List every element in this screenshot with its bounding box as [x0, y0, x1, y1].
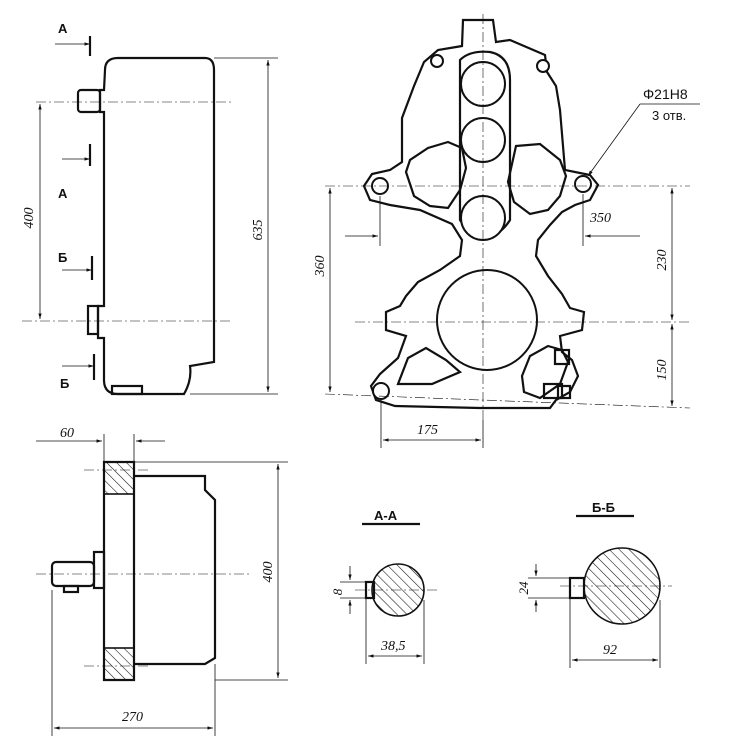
section-aa-title: А-А [374, 508, 398, 523]
dim-350: 350 [589, 211, 611, 226]
front-view: 360 230 150 350 175 Φ21H8 3 отв. [313, 14, 700, 448]
dim-spacing-150: 150 [655, 360, 670, 381]
top-view: 60 270 400 [36, 426, 288, 736]
side-view: А А Б Б 635 400 [22, 21, 278, 396]
section-mark-b-bottom: Б [60, 376, 69, 391]
section-bb: Б-Б 24 92 [516, 500, 672, 668]
section-aa-dim-diameter: 38,5 [380, 639, 406, 654]
dim-height-axes: 400 [22, 208, 37, 229]
section-aa: А-А 8 38,5 [330, 508, 440, 664]
dim-175: 175 [417, 423, 438, 438]
dim-height-total: 635 [251, 220, 266, 241]
section-bb-dim-diameter: 92 [603, 643, 617, 658]
section-mark-a-top: А [58, 21, 68, 36]
dim-spacing-230: 230 [655, 250, 670, 271]
section-mark-a-bottom: А [58, 186, 68, 201]
dim-height-400: 400 [261, 562, 276, 583]
hole-callout-count: 3 отв. [652, 108, 686, 123]
dim-width-270: 270 [122, 710, 143, 725]
section-bb-dim-key: 24 [516, 581, 531, 595]
section-bb-title: Б-Б [592, 500, 615, 515]
section-aa-dim-key: 8 [330, 588, 345, 595]
hole-callout-size: Φ21H8 [643, 86, 688, 102]
dim-axis-360: 360 [313, 256, 328, 278]
section-mark-b-top: Б [58, 250, 67, 265]
dim-depth-60: 60 [60, 426, 74, 441]
